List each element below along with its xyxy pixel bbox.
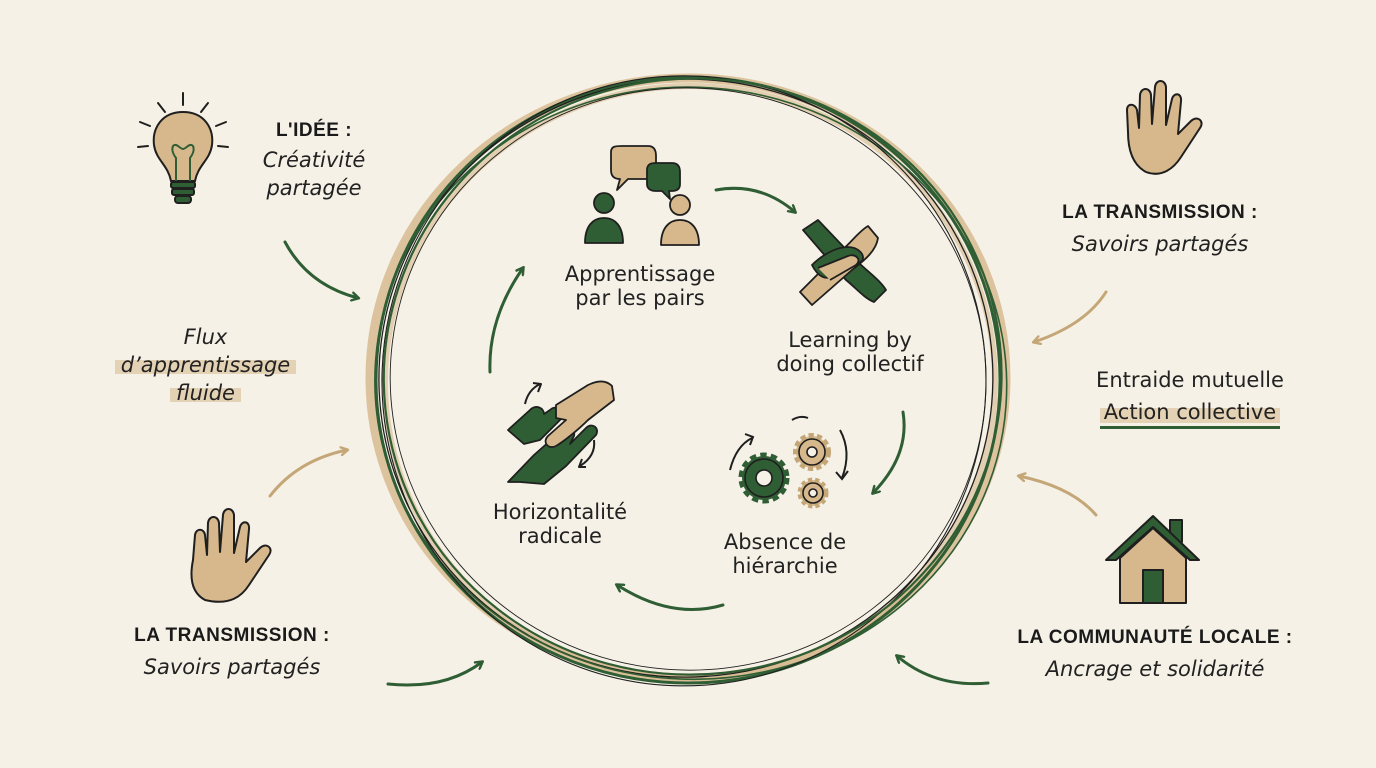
stacked-hands-icon [799,219,887,306]
transmission-right-title: LA TRANSMISSION : [1062,202,1258,223]
hand-icon [190,508,272,603]
learning-line2: doing collectif [776,352,924,377]
entraide-line1: Entraide mutuelle [1096,368,1284,392]
communaute-title: LA COMMUNAUTÉ LOCALE : [1017,627,1293,648]
idee-line2: partagée [266,175,362,200]
horizontalite-line1: Horizontalité [492,500,628,524]
inner-cycle-arrows [488,186,906,611]
absence-label: Absence de hiérarchie [700,530,870,578]
horizontalite-line2: radicale [518,524,602,549]
pairs-label: Apprentissage par les pairs [545,262,735,310]
communaute-subtitle: Ancrage et solidarité [1045,656,1265,681]
pairs-line2: par les pairs [575,286,705,311]
central-cycle-circle [365,73,1011,687]
flux-line2: d’apprentissage [114,353,297,378]
communaute-label: LA COMMUNAUTÉ LOCALE : Ancrage et solida… [985,627,1325,681]
flux-label: Flux d’apprentissage fluide [98,325,313,406]
hand-icon [1126,80,1203,175]
learning-label: Learning by doing collectif [750,328,950,376]
flux-line1: Flux [183,325,228,349]
idee-label: L'IDÉE : Créativité partagée [214,120,414,200]
handshake-icon [507,380,615,485]
entraide-label: Entraide mutuelle Action collective [1050,368,1330,430]
pairs-line1: Apprentissage [564,262,716,286]
transmission-right-subtitle: Savoirs partagés [1071,231,1249,256]
transmission-left-title: LA TRANSMISSION : [134,625,330,646]
flux-line3: fluide [170,381,241,406]
transmission-left-label: LA TRANSMISSION : Savoirs partagés [92,625,372,679]
transmission-left-subtitle: Savoirs partagés [143,654,321,679]
outer-arrows [268,240,1108,687]
gears-icon [729,415,849,509]
transmission-right-label: LA TRANSMISSION : Savoirs partagés [1020,202,1300,256]
absence-line2: hiérarchie [732,554,838,579]
idee-title: L'IDÉE : [275,120,353,141]
peer-chat-icon [584,145,700,246]
absence-line1: Absence de [723,530,847,554]
learning-line1: Learning by [788,328,912,352]
entraide-line2: Action collective [1099,400,1281,430]
idee-line1: Créativité [262,147,366,172]
house-icon [1105,515,1200,604]
lightbulb-icon [137,92,229,204]
horizontalite-label: Horizontalité radicale [465,500,655,548]
